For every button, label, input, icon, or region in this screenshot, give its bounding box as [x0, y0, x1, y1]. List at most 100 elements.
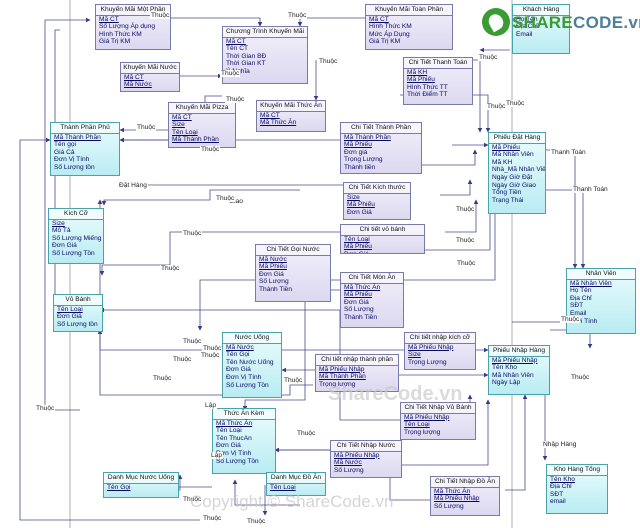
entity-key-field: Mã Thành Phần [54, 133, 101, 141]
entity-field: Thời Gian KT [226, 60, 266, 68]
edge [445, 199, 479, 233]
entity-title: Thức Ăn Kèm [213, 409, 275, 420]
entity-field: Đơn Giá [226, 366, 251, 374]
entity-title: Chi tiết nhập kích cỡ [405, 333, 475, 344]
entity-key-field: Mã CT [99, 15, 119, 23]
relationship-label: Thanh Toán [572, 186, 609, 193]
edge [101, 189, 300, 206]
entity-key-field: Mã Thức Ăn [434, 487, 471, 495]
entity-title: Khuyến Mãi Nước [121, 63, 179, 74]
relationship-label: Thuộc [296, 430, 317, 437]
entity-field: Thành tiền [344, 163, 376, 171]
entity-key-field: Mã CT [172, 113, 192, 121]
entity-field: Giá Trị KM [99, 38, 131, 46]
entity-key-field: Mã Phiếu [344, 243, 372, 251]
entity-key-field: Mã Phiếu [344, 141, 372, 149]
entity-field: Đơn Giá [57, 313, 82, 321]
sharecode-logo: SHARECODE.vn [480, 6, 640, 40]
relationship-label: Thuộc [220, 70, 241, 77]
edge [405, 209, 493, 251]
relationship-label: Thuộc [182, 338, 203, 345]
entity-title: Chi Tiết Thanh Toán [404, 58, 472, 69]
entity-key-field: Mã KH [407, 68, 428, 76]
entity-field: Số Lượng Tồn [216, 457, 259, 465]
relationship-label: Lập [204, 402, 218, 409]
entity-field: Họ Tên [516, 15, 538, 23]
entity-field: Số Lượng Tồn [226, 381, 269, 389]
entity-field: Ngày Giờ Giao [492, 181, 536, 189]
entity-field: Số Lượng [334, 466, 364, 474]
entity-field: Đơn Giá [341, 251, 424, 253]
entity-title: Vỏ Bánh [54, 295, 102, 306]
entity-title: Khuyến Mãi Pizza [169, 103, 235, 114]
entity-field: Trọng lượng [319, 380, 356, 388]
entity-field: Nhà_Mã Nhân Viên [492, 166, 546, 174]
entity-field: Hình Thức KM [99, 30, 142, 38]
edge [505, 394, 528, 491]
entity-field: Trạng Thái [492, 196, 524, 204]
relationship-label: Thuộc [570, 374, 591, 381]
entity-field: Đơn Vị Tính [226, 373, 262, 381]
entity-field: Số Lượng Tồn [52, 249, 95, 257]
entity-field: Họ Tên [570, 287, 592, 295]
relationship-label: Thuộc [160, 265, 181, 272]
entity-field: Trọng Lượng [408, 358, 447, 366]
entity-key-field: Tên Loại [270, 483, 296, 491]
entity-field: Đơn Vị Tính [216, 449, 252, 457]
entity-title: Chi Tiết Nhập Đồ Ăn [431, 477, 499, 488]
entity-title: Chi Tiết Nhập Nước [331, 441, 401, 452]
relationship-label: Thuộc [225, 96, 246, 103]
entity-field: Mô Tả [52, 227, 71, 235]
entity-field: Giá Cả [54, 148, 75, 156]
entity-title: Danh Mục Đồ Ăn [267, 473, 325, 484]
entity-field: Mã Nhân Viên [492, 371, 534, 379]
entity-title: Chương Trình Khuyến Mãi [223, 27, 307, 38]
relationship-label: Thuộc [283, 377, 304, 384]
entity-key-field: Mã Thức Ăn [260, 119, 297, 127]
entity-field: Email [570, 309, 587, 317]
entity-field: Số Lượng [259, 278, 289, 286]
entity-key-field: Mã Nước [226, 343, 254, 351]
entity-key-field: Mã CT [124, 73, 144, 81]
entity-key-field: Mã Phiếu Nhập [404, 413, 450, 421]
entity-field: Thành Tiền [259, 285, 292, 293]
entity-field: Tên Nước Uống [226, 358, 274, 366]
relationship-label: Nhập Hàng [542, 441, 578, 448]
edge [440, 179, 473, 196]
relationship-label: Thuộc [560, 316, 581, 323]
entity-field: Địa Chỉ [550, 483, 572, 491]
entity-field: Tổng Tiền [492, 189, 522, 197]
entity-field: Tên ThucAn [216, 434, 252, 442]
entity-field: Đơn Giá [259, 270, 284, 278]
